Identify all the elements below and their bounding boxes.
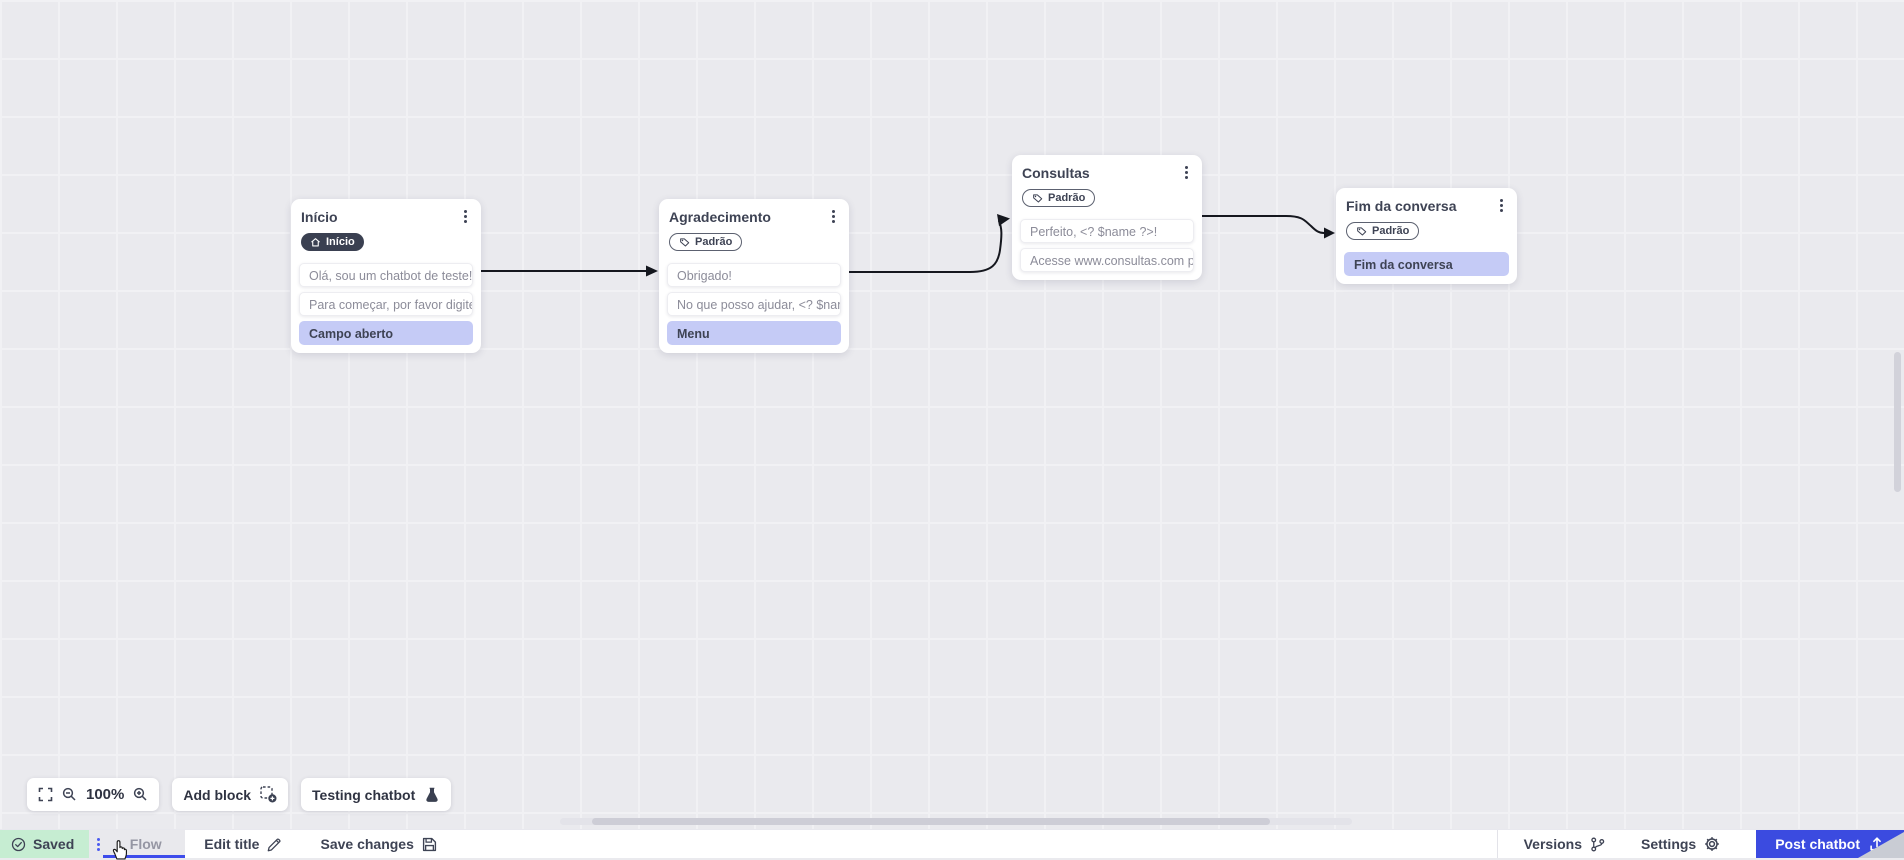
zoom-level: 100% (86, 786, 124, 803)
settings-button[interactable]: Settings (1641, 836, 1720, 852)
kebab-menu-icon[interactable] (1496, 196, 1507, 215)
kebab-menu-icon[interactable] (460, 207, 471, 226)
testing-chatbot-button[interactable]: Testing chatbot (301, 778, 451, 811)
connection-wires (0, 0, 1904, 829)
message-row[interactable]: Perfeito, <? $name ?>! (1020, 219, 1194, 243)
gear-icon (1704, 836, 1720, 852)
home-icon (310, 237, 321, 248)
zoom-out-icon[interactable] (62, 787, 77, 802)
node-title: Agradecimento (669, 207, 771, 227)
arrowhead (997, 214, 1010, 226)
node-type-badge: Início (301, 233, 364, 251)
wire-consultas-fim (1202, 216, 1324, 233)
zoom-controls: 100% (27, 778, 159, 811)
flow-node-inicio[interactable]: Início Início Olá, sou um chatbot de tes… (291, 199, 481, 353)
kebab-menu-icon[interactable] (828, 207, 839, 226)
flow-kebab-menu-icon[interactable] (89, 838, 106, 851)
message-row[interactable]: Para começar, por favor digite o ... (299, 292, 473, 316)
message-row[interactable]: No que posso ajudar, <? $name ... (667, 292, 841, 316)
zoom-in-icon[interactable] (133, 787, 148, 802)
mouse-cursor (110, 839, 129, 860)
testing-chatbot-label: Testing chatbot (312, 787, 415, 803)
menu-row[interactable]: Menu (667, 321, 841, 345)
save-changes-button[interactable]: Save changes (320, 836, 436, 852)
tag-icon (1356, 226, 1367, 237)
node-type-badge: Padrão (1346, 222, 1419, 240)
node-title: Início (301, 207, 338, 227)
flow-canvas[interactable]: Início Início Olá, sou um chatbot de tes… (0, 0, 1904, 829)
versions-button[interactable]: Versions (1524, 836, 1605, 852)
bottom-bar-right-group: Versions Settings Post chatbot (1497, 830, 1904, 858)
post-chatbot-label: Post chatbot (1775, 836, 1860, 852)
message-row[interactable]: Acesse www.consultas.com par... (1020, 248, 1194, 272)
tag-icon (1032, 193, 1043, 204)
save-icon (422, 837, 437, 852)
canvas-toolbar: 100% Add block Testing chatbot (27, 778, 451, 811)
vertical-scrollbar-thumb[interactable] (1894, 352, 1901, 492)
edit-title-label: Edit title (204, 836, 259, 852)
save-changes-label: Save changes (320, 836, 413, 852)
versions-label: Versions (1524, 836, 1582, 852)
node-type-badge: Padrão (1022, 189, 1095, 207)
arrowhead (1324, 228, 1335, 239)
input-row[interactable]: Campo aberto (299, 321, 473, 345)
add-block-label: Add block (183, 787, 251, 803)
bottom-bar: Saved Flow Edit title Save changes Versi… (0, 829, 1904, 858)
settings-label: Settings (1641, 836, 1696, 852)
message-row[interactable]: Obrigado! (667, 263, 841, 287)
saved-label: Saved (33, 836, 74, 852)
git-branch-icon (1590, 837, 1605, 852)
fullscreen-icon[interactable] (38, 787, 53, 802)
arrowhead (646, 266, 658, 277)
add-block-button[interactable]: Add block (172, 778, 288, 811)
kebab-menu-icon[interactable] (1181, 163, 1192, 182)
message-row[interactable]: Olá, sou um chatbot de teste! (299, 263, 473, 287)
horizontal-scrollbar-thumb[interactable] (592, 818, 1270, 825)
corner-fold (1858, 832, 1904, 858)
wire-agradecimento-consultas (849, 221, 1001, 272)
check-circle-icon (11, 837, 26, 852)
saved-status-badge: Saved (0, 830, 89, 858)
add-block-icon (260, 786, 277, 803)
flow-node-agradecimento[interactable]: Agradecimento Padrão Obrigado! No que po… (659, 199, 849, 353)
tag-icon (679, 237, 690, 248)
pencil-icon (267, 837, 282, 852)
edit-title-button[interactable]: Edit title (204, 836, 282, 852)
node-type-badge: Padrão (669, 233, 742, 251)
badge-label: Padrão (1048, 192, 1085, 204)
flask-icon (424, 787, 440, 803)
flow-node-consultas[interactable]: Consultas Padrão Perfeito, <? $name ?>! … (1012, 155, 1202, 280)
badge-label: Padrão (1372, 225, 1409, 237)
badge-label: Início (326, 236, 355, 248)
badge-label: Padrão (695, 236, 732, 248)
node-title: Fim da conversa (1346, 196, 1457, 216)
end-row[interactable]: Fim da conversa (1344, 252, 1509, 276)
node-title: Consultas (1022, 163, 1090, 183)
flow-node-fim-da-conversa[interactable]: Fim da conversa Padrão Fim da conversa (1336, 188, 1517, 284)
flow-tab[interactable]: Flow (89, 830, 185, 858)
